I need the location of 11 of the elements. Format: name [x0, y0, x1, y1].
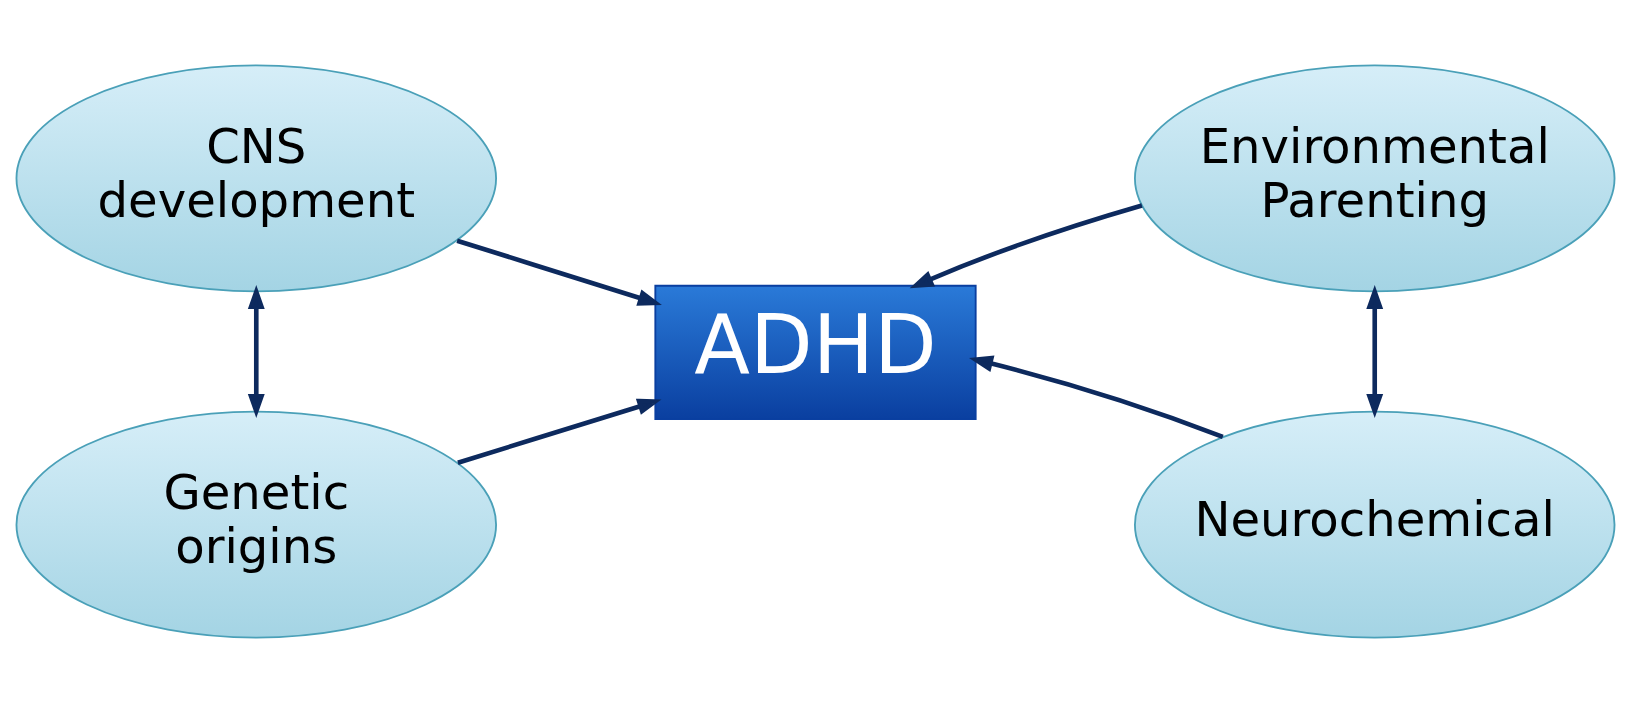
arrow	[456, 238, 662, 306]
node-ellipse: Genetic origins	[15, 410, 497, 639]
node-box: ADHD	[654, 284, 977, 420]
arrow	[969, 355, 1224, 440]
node-ellipse: Environmental Parenting	[1134, 64, 1616, 293]
node-ellipse: Neurochemical	[1134, 410, 1616, 639]
arrow	[247, 284, 265, 418]
arrow	[457, 398, 662, 465]
node-ellipse: CNS development	[15, 64, 497, 293]
arrow	[1366, 284, 1384, 418]
arrow	[909, 203, 1143, 289]
